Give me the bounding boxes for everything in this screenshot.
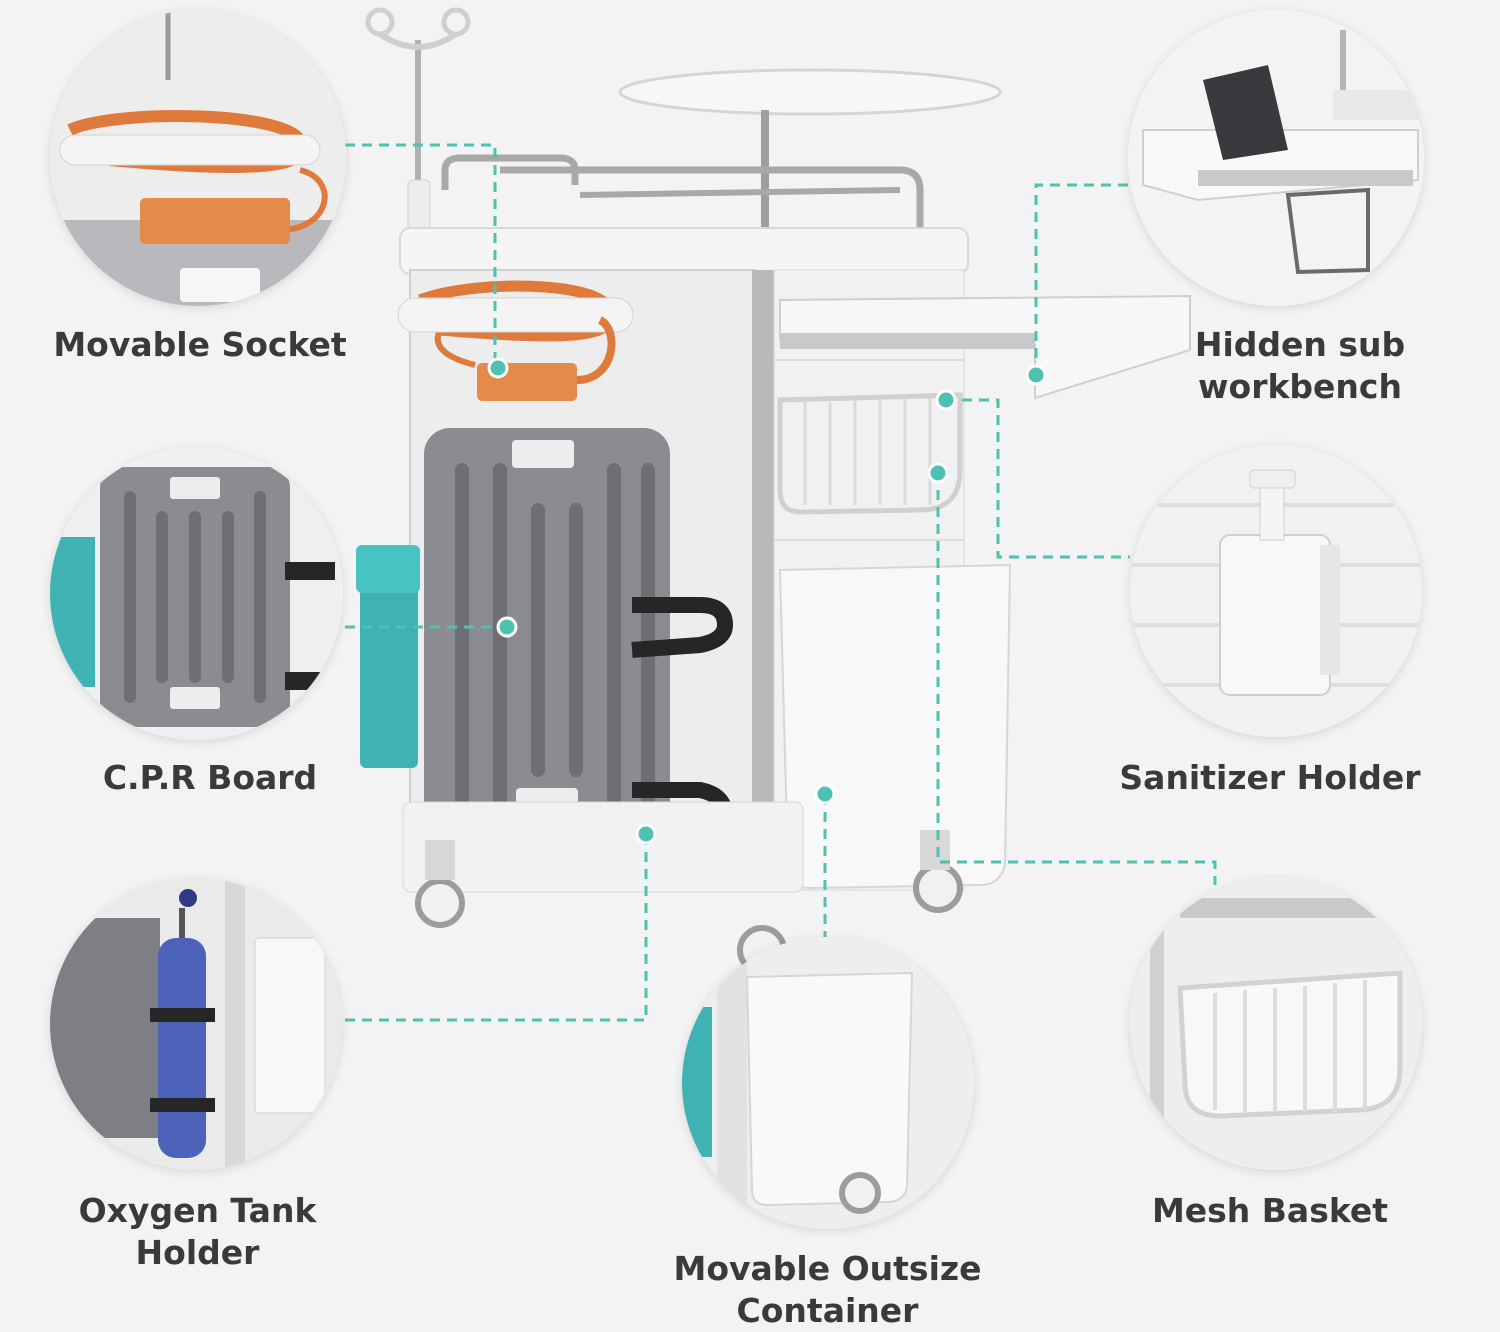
socket-detail-image	[50, 10, 346, 306]
cpr-board-detail-image	[50, 447, 343, 740]
label-oxygen-tank-holder: Oxygen Tank Holder	[78, 1191, 317, 1272]
label-movable-socket: Movable Socket	[53, 325, 347, 364]
mesh-basket-detail-image	[1130, 878, 1422, 1170]
label-outsize-container: Movable Outsize Container	[673, 1249, 982, 1330]
detail-circle-hidden-workbench	[1128, 10, 1424, 306]
detail-circle-sanitizer-holder	[1130, 445, 1422, 737]
detail-circle-movable-socket	[50, 10, 346, 306]
detail-circle-mesh-basket	[1130, 878, 1422, 1170]
detail-circle-outsize-container	[682, 937, 974, 1229]
label-sanitizer-holder: Sanitizer Holder	[1119, 758, 1421, 797]
label-mesh-basket: Mesh Basket	[1151, 1191, 1389, 1230]
label-cpr-board: C.P.R Board	[102, 758, 318, 797]
sanitizer-detail-image	[1130, 445, 1422, 737]
detail-circle-oxygen-tank-holder	[50, 878, 342, 1170]
outsize-container-detail-image	[682, 937, 974, 1229]
workbench-detail-image	[1128, 10, 1424, 306]
label-hidden-workbench: Hidden sub workbench	[1194, 325, 1406, 406]
detail-circle-cpr-board	[50, 447, 343, 740]
oxygen-tank-detail-image	[50, 878, 342, 1170]
